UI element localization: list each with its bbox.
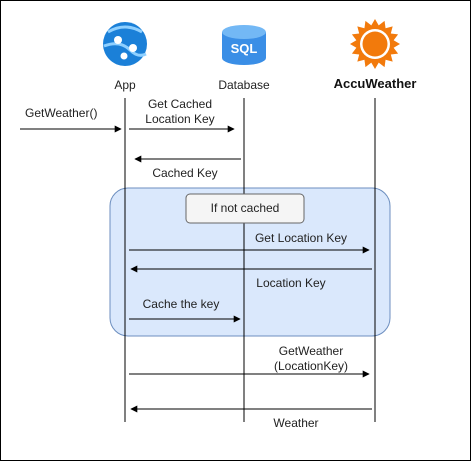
if-not-cached-label-box — [185, 193, 305, 224]
location-key-label: Location Key — [256, 276, 325, 290]
get-cached-key-label-line2: Location Key — [145, 112, 214, 126]
get-location-key-label: Get Location Key — [255, 231, 347, 245]
if-not-cached-fragment — [109, 187, 391, 337]
get-cached-key-label-line1: Get Cached — [148, 97, 212, 111]
database-label: Database — [218, 78, 270, 92]
accuweather-label: AccuWeather — [334, 76, 417, 91]
cache-the-key-label: Cache the key — [143, 297, 220, 311]
cached-key-label: Cached Key — [152, 166, 217, 180]
sql-database-icon: SQL — [222, 25, 266, 65]
accuweather-sun-icon — [350, 19, 400, 69]
get-weather-call-label: GetWeather() — [25, 106, 97, 120]
app-label: App — [114, 78, 136, 92]
get-weather-label-line1: GetWeather — [279, 344, 343, 358]
azure-web-app-icon — [103, 22, 147, 66]
if-not-cached-label: If not cached — [211, 201, 280, 215]
get-weather-label-line2: (LocationKey) — [274, 359, 348, 373]
weather-label: Weather — [273, 416, 318, 430]
sql-badge-text: SQL — [231, 41, 258, 56]
